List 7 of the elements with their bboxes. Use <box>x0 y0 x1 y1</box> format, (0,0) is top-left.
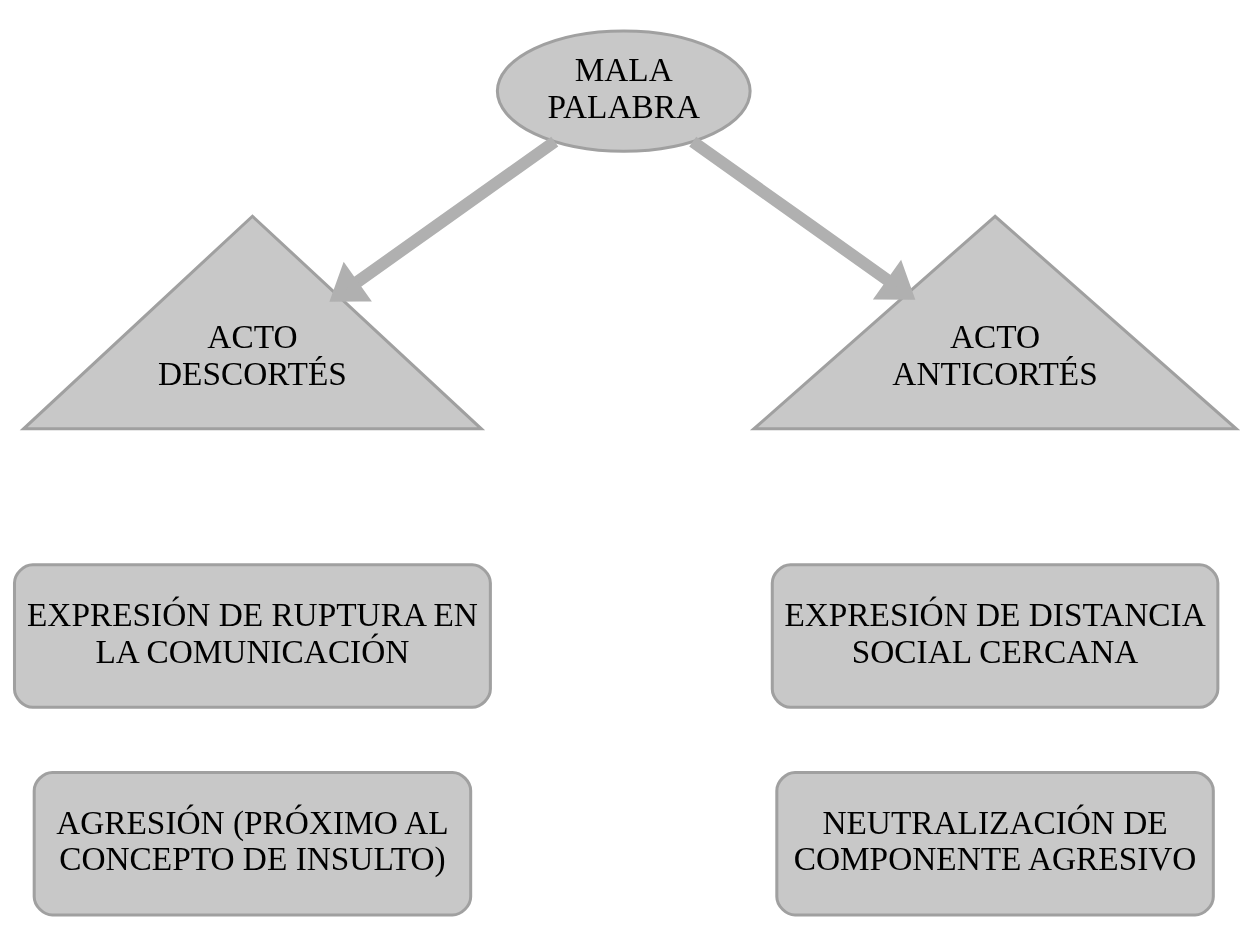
node-box: EXPRESIÓN DE RUPTURA EN LA COMUNICACIÓN <box>12 563 492 709</box>
node-box: NEUTRALIZACIÓN DE COMPONENTE AGRESIVO <box>775 770 1215 917</box>
node-box: AGRESIÓN (PRÓXIMO AL CONCEPTO DE INSULTO) <box>32 770 473 917</box>
arrow <box>329 136 559 302</box>
node-ellipse: MALA PALABRA <box>495 29 752 153</box>
node-box: EXPRESIÓN DE DISTANCIA SOCIAL CERCANA <box>770 563 1220 709</box>
arrow <box>689 136 916 300</box>
